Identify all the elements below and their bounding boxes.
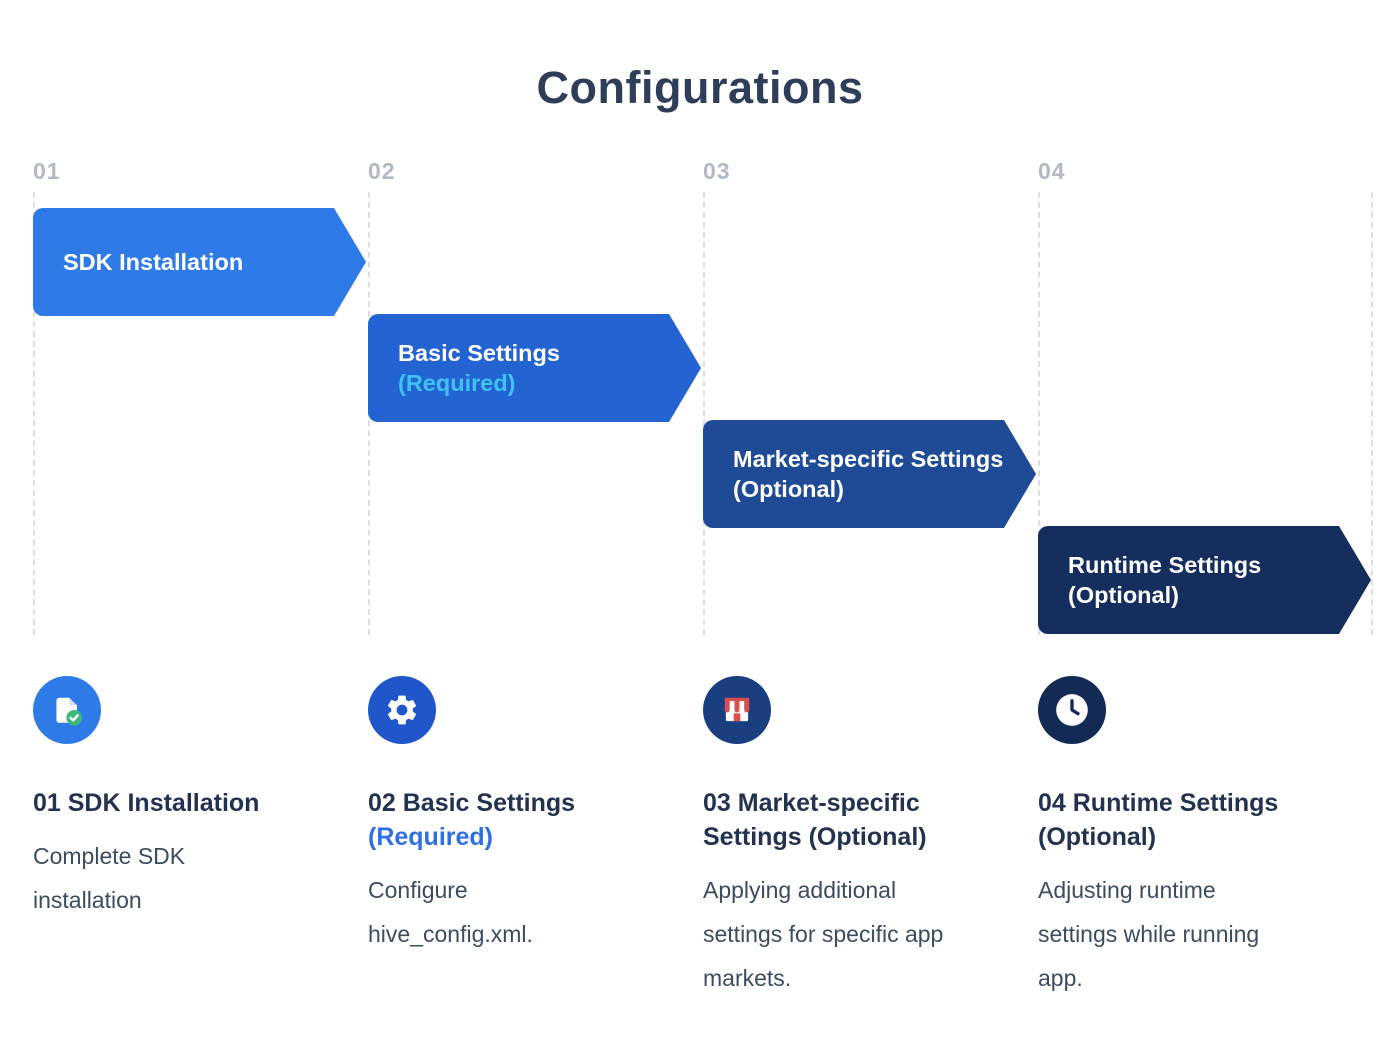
sdk-installation-icon-badge	[33, 676, 101, 744]
step-number-02: 02	[368, 158, 396, 184]
banner-title: Basic Settings	[398, 340, 560, 366]
basic-settings-icon-badge	[368, 676, 436, 744]
step-heading: 03 Market-specific Settings (Optional)	[703, 789, 927, 851]
document-check-icon	[56, 697, 82, 726]
banner-basic-settings: Basic Settings (Required)	[368, 314, 701, 422]
column-guide	[703, 192, 705, 635]
column-guide	[1038, 192, 1040, 635]
banner-title: Runtime Settings	[1068, 552, 1262, 578]
step-card-runtime-settings: 04 Runtime Settings (Optional) Adjusting…	[1038, 786, 1310, 1000]
column-guide	[1371, 192, 1373, 635]
banner-title: Market-specific Settings	[733, 446, 1004, 472]
step-description: Applying additional settings for specifi…	[703, 877, 944, 991]
banner-market-specific-settings: Market-specific Settings (Optional)	[703, 420, 1036, 528]
step-description: Configure hive_config.xml.	[368, 877, 533, 947]
step-heading: 02 Basic Settings (Required)	[368, 786, 640, 854]
step-card-sdk-installation: 01 SDK Installation Complete SDK install…	[33, 786, 305, 922]
column-guide	[33, 192, 35, 635]
page-title: Configurations	[536, 62, 864, 113]
storefront-icon	[724, 697, 750, 722]
step-description: Complete SDK installation	[33, 843, 186, 913]
banner-runtime-settings: Runtime Settings (Optional)	[1038, 526, 1371, 634]
step-number-04: 04	[1038, 158, 1066, 184]
heading-required-accent: (Required)	[368, 823, 493, 851]
gear-icon	[387, 695, 417, 725]
banner-title: SDK Installation	[63, 249, 244, 275]
banner-subtitle-optional: (Optional)	[733, 476, 844, 502]
step-number-03: 03	[703, 158, 731, 184]
market-specific-settings-icon-badge	[703, 676, 771, 744]
clock-icon	[1056, 694, 1088, 726]
banner-subtitle-optional: (Optional)	[1068, 582, 1179, 608]
step-number-01: 01	[33, 158, 61, 184]
step-heading: 01 SDK Installation	[33, 789, 260, 817]
step-heading: 04 Runtime Settings (Optional)	[1038, 789, 1279, 851]
banner-sdk-installation: SDK Installation	[33, 208, 366, 316]
banner-subtitle-required: (Required)	[398, 370, 516, 396]
step-card-basic-settings: 02 Basic Settings (Required) Configure h…	[368, 786, 640, 956]
step-description: Adjusting runtime settings while running…	[1038, 877, 1260, 991]
step-card-market-specific-settings: 03 Market-specific Settings (Optional) A…	[703, 786, 975, 1000]
runtime-settings-icon-badge	[1038, 676, 1106, 744]
